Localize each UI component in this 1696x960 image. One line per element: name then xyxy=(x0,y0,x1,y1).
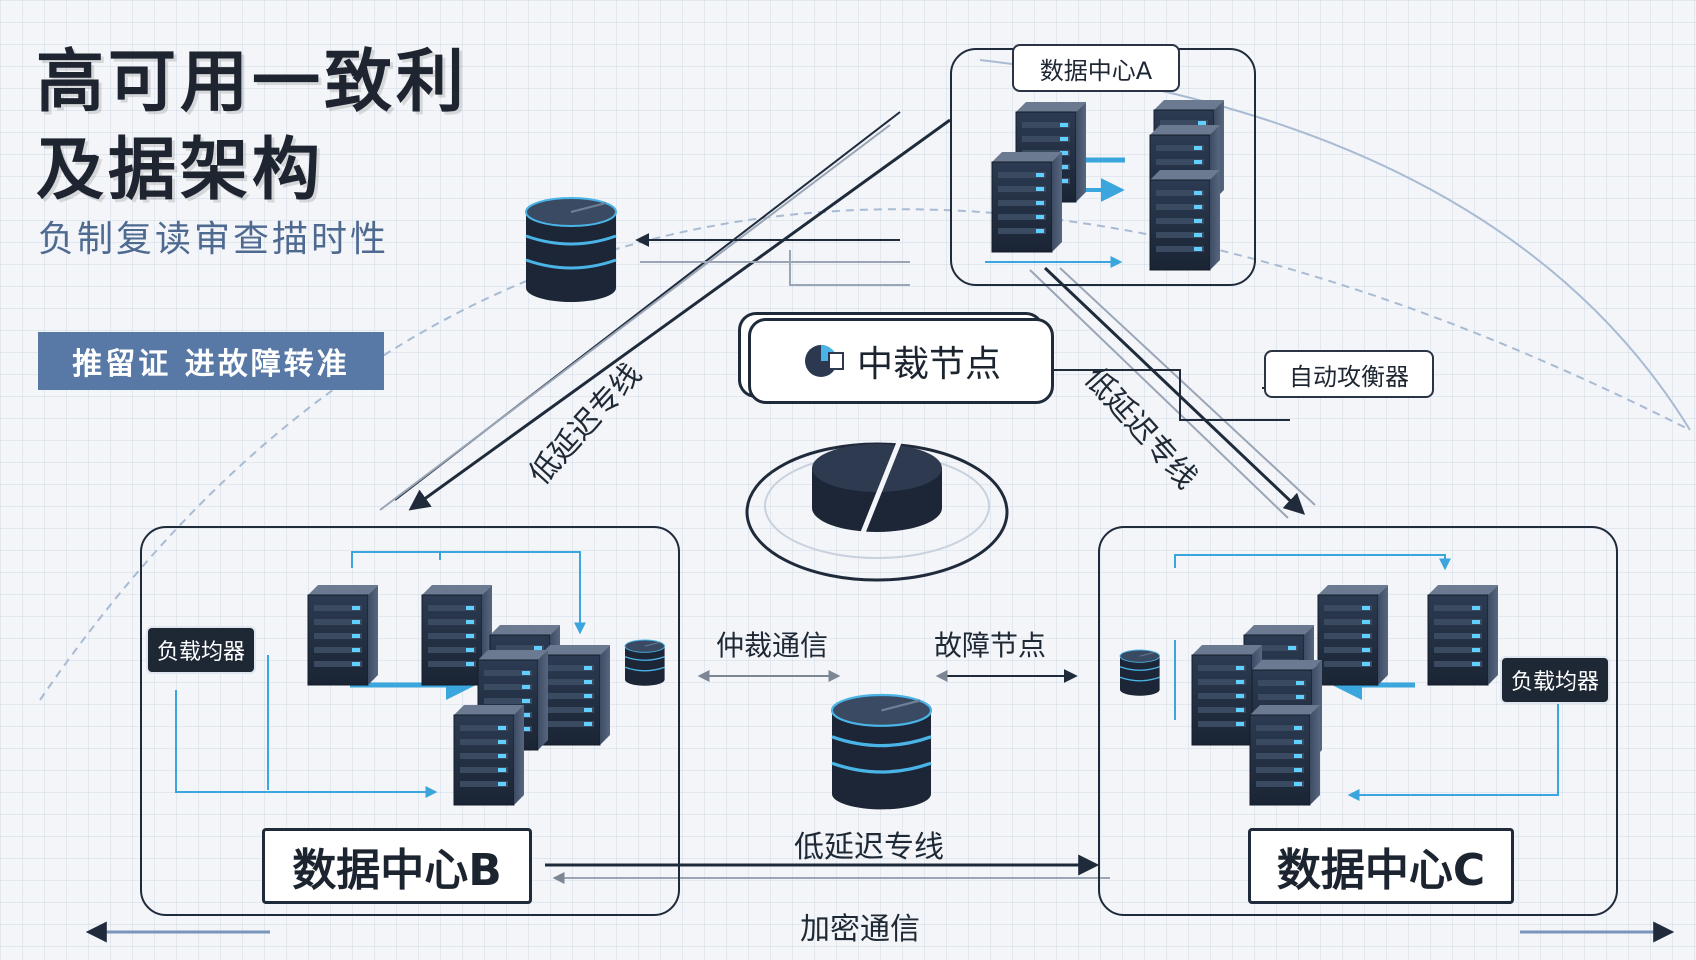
database-icon xyxy=(524,196,618,304)
arbitration-node: 中裁节点 xyxy=(748,318,1054,404)
arbitration-node-label: 中裁节点 xyxy=(856,344,1001,385)
link-label-b-c: 低延迟专线 xyxy=(794,830,944,865)
page-title-line2: 及据架构 xyxy=(36,131,325,210)
auto-load-balancer-label: 自动攻衡器 xyxy=(1264,350,1434,398)
page-subtitle: 负制复读审查描时性 xyxy=(38,219,390,260)
server-icon xyxy=(307,584,379,686)
datacenter-b-frame xyxy=(140,526,680,916)
load-balancer-b-tag: 负载均器 xyxy=(146,626,256,674)
arbitration-node-icon xyxy=(804,345,844,377)
server-icon xyxy=(1317,584,1389,686)
server-icon xyxy=(453,704,525,806)
server-icon xyxy=(539,644,611,746)
server-icon xyxy=(991,151,1063,253)
datacenter-c-frame xyxy=(1098,526,1618,916)
database-icon xyxy=(830,693,933,812)
arbitration-comm-label: 仲裁通信 xyxy=(716,629,829,662)
page-title: 高可用一致利 xyxy=(36,43,469,122)
database-icon xyxy=(1119,649,1161,697)
load-balancer-c-tag: 负载均器 xyxy=(1500,656,1610,704)
server-icon xyxy=(1249,704,1321,806)
database-icon xyxy=(624,639,666,687)
server-icon xyxy=(1427,584,1499,686)
fault-node-label: 故障节点 xyxy=(934,629,1047,662)
datacenter-a-label: 数据中心A xyxy=(1012,44,1180,92)
datacenter-c-label: 数据中心C xyxy=(1248,828,1514,904)
encrypted-link-label: 加密通信 xyxy=(800,912,920,947)
feature-badge: 推留证 进故障转准 xyxy=(38,332,384,390)
server-icon xyxy=(1149,169,1221,271)
datacenter-b-label: 数据中心B xyxy=(262,828,532,904)
arbitration-disk-icon xyxy=(812,439,942,541)
